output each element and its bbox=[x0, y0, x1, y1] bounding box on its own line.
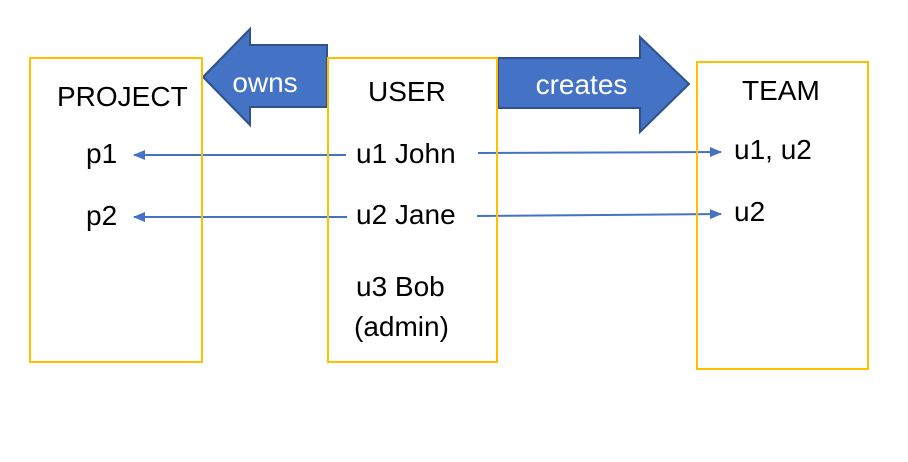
project-title: PROJECT bbox=[57, 81, 188, 112]
creates-block-arrow bbox=[497, 34, 691, 135]
user-row-u2-jane: u2 Jane bbox=[356, 199, 456, 230]
connector-u2-to-team bbox=[476, 209, 722, 220]
user-title: USER bbox=[368, 76, 446, 107]
team-title: TEAM bbox=[742, 75, 820, 106]
project-row-p1: p1 bbox=[86, 138, 118, 169]
project-box bbox=[29, 57, 203, 363]
user-row-u1-john: u1 John bbox=[356, 138, 456, 169]
team-row-u2: u2 bbox=[734, 196, 766, 227]
team-box bbox=[696, 61, 869, 370]
user-row-admin-note: (admin) bbox=[354, 311, 449, 342]
connector-u1-to-team bbox=[477, 147, 722, 158]
user-row-u3-bob: u3 Bob bbox=[356, 271, 445, 302]
creates-arrow-label: creates bbox=[535, 69, 628, 100]
owns-arrow-label: owns bbox=[232, 67, 298, 98]
team-row-u1-u2: u1, u2 bbox=[734, 134, 812, 165]
user-box bbox=[327, 57, 498, 363]
project-row-p2: p2 bbox=[86, 200, 118, 231]
